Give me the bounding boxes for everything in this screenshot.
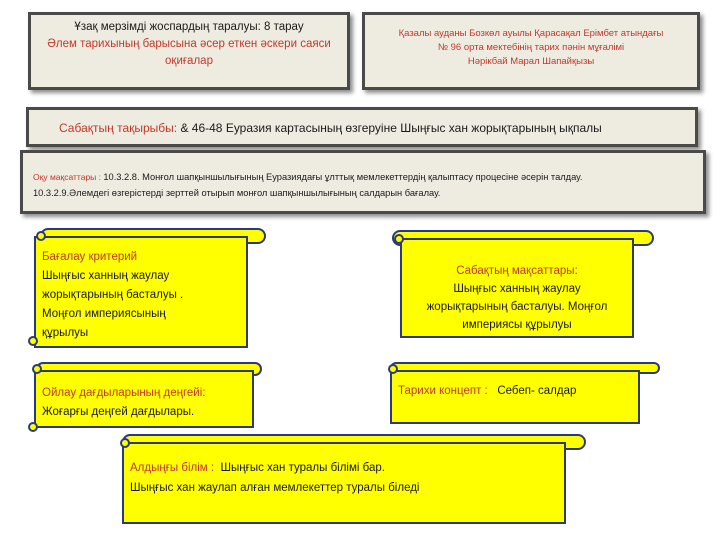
school-address: Қазалы ауданы Бозкөл ауылы Қарасақал Ері… bbox=[398, 28, 664, 39]
school-name: № 96 орта мектебінің тарих пәнін мұғалім… bbox=[437, 42, 625, 53]
thinking-skills-level: Жоғарғы деңгей дағдылары. bbox=[42, 406, 195, 418]
prior-knowledge-line: Шыңғыс хан жаулап алған мемлекеттер тура… bbox=[130, 482, 420, 494]
teacher-info-box: Қазалы ауданы Бозкөл ауылы Қарасақал Ері… bbox=[362, 12, 700, 90]
historical-concept-value: Себеп- салдар bbox=[497, 385, 577, 397]
criteria-text: Бағалау критерий Шыңғыс ханның жаулау жо… bbox=[42, 248, 183, 343]
section-title: Әлем тарихының барысына әсер еткен әскер… bbox=[47, 38, 331, 67]
criteria-line: Моңғол империясының bbox=[42, 308, 166, 320]
lesson-topic-label: Сабақтың тақырыбы: bbox=[59, 121, 181, 135]
thinking-skills-text: Ойлау дағдыларының деңгейі: Жоғарғы деңг… bbox=[42, 384, 205, 422]
scroll-curl-icon bbox=[28, 422, 38, 432]
criteria-line: жорықтарының басталуы . bbox=[42, 289, 184, 301]
assessment-criteria-scroll: Бағалау критерий Шыңғыс ханның жаулау жо… bbox=[20, 228, 272, 354]
lesson-topic-box: Сабақтың тақырыбы: & 46-48 Еуразия карта… bbox=[26, 107, 698, 147]
criteria-line: құрылуы bbox=[42, 327, 89, 339]
scroll-body bbox=[34, 236, 248, 348]
long-term-plan-line: Ұзақ мерзімді жоспардың таралуы: 8 тарау bbox=[74, 21, 304, 33]
historical-concept-text: Тарихи концепт : Себеп- салдар bbox=[398, 382, 576, 401]
learning-objectives-box: Оқу мақсаттары : 10.3.2.8. Монғол шапқын… bbox=[20, 150, 706, 214]
criteria-line: Шыңғыс ханның жаулау bbox=[42, 270, 170, 282]
historical-concept-title: Тарихи концепт : bbox=[398, 385, 488, 397]
scroll-body bbox=[34, 370, 254, 428]
scroll-curl-icon bbox=[28, 336, 38, 346]
criteria-title: Бағалау критерий bbox=[42, 251, 138, 263]
long-term-plan-box: Ұзақ мерзімді жоспардың таралуы: 8 тарау… bbox=[28, 12, 350, 90]
scroll-curl-icon bbox=[120, 438, 130, 448]
scroll-curl-icon bbox=[388, 364, 398, 374]
prior-knowledge-title: Алдыңғы білім : bbox=[130, 462, 215, 474]
teacher-name: Нәрікбай Марал Шапайқызы bbox=[467, 56, 595, 67]
scroll-curl-icon bbox=[394, 234, 404, 244]
learning-objectives-label: Оқу мақсаттары : bbox=[33, 172, 104, 182]
historical-concept-scroll: Тарихи концепт : Себеп- салдар bbox=[386, 362, 666, 428]
prior-knowledge-line: Шыңғыс хан туралы білімі бар. bbox=[220, 462, 385, 474]
thinking-skills-title: Ойлау дағдыларының деңгейі: bbox=[42, 387, 206, 399]
lesson-goals-line: империясы құрылуы bbox=[462, 319, 572, 331]
prior-knowledge-text: Алдыңғы білім : Шыңғыс хан туралы білімі… bbox=[130, 458, 419, 498]
scroll-curl-icon bbox=[32, 364, 42, 374]
lesson-goals-scroll: Сабақтың мақсаттары: Шыңғыс ханның жаула… bbox=[388, 228, 658, 346]
lesson-goals-line: жорықтарының басталуы. Моңғол bbox=[426, 301, 608, 313]
lesson-topic-value: & 46-48 Еуразия картасының өзгеруіне Шың… bbox=[180, 121, 602, 135]
learning-objective-1: 10.3.2.8. Монғол шапқыншылығының Еуразия… bbox=[103, 172, 583, 182]
scroll-curl-icon bbox=[36, 231, 46, 241]
thinking-skills-scroll: Ойлау дағдыларының деңгейі: Жоғарғы деңг… bbox=[26, 362, 266, 434]
scroll-body bbox=[400, 238, 634, 338]
lesson-goals-line: Шыңғыс ханның жаулау bbox=[453, 283, 581, 295]
prior-knowledge-scroll: Алдыңғы білім : Шыңғыс хан туралы білімі… bbox=[118, 434, 590, 528]
learning-objective-2: 10.3.2.9.Әлемдегі өзгерістерді зерттей о… bbox=[33, 188, 441, 198]
scroll-body bbox=[390, 370, 640, 424]
scroll-body bbox=[122, 442, 566, 524]
lesson-goals-text: Сабақтың мақсаттары: Шыңғыс ханның жаула… bbox=[402, 262, 632, 334]
lesson-goals-title: Сабақтың мақсаттары: bbox=[456, 265, 578, 277]
